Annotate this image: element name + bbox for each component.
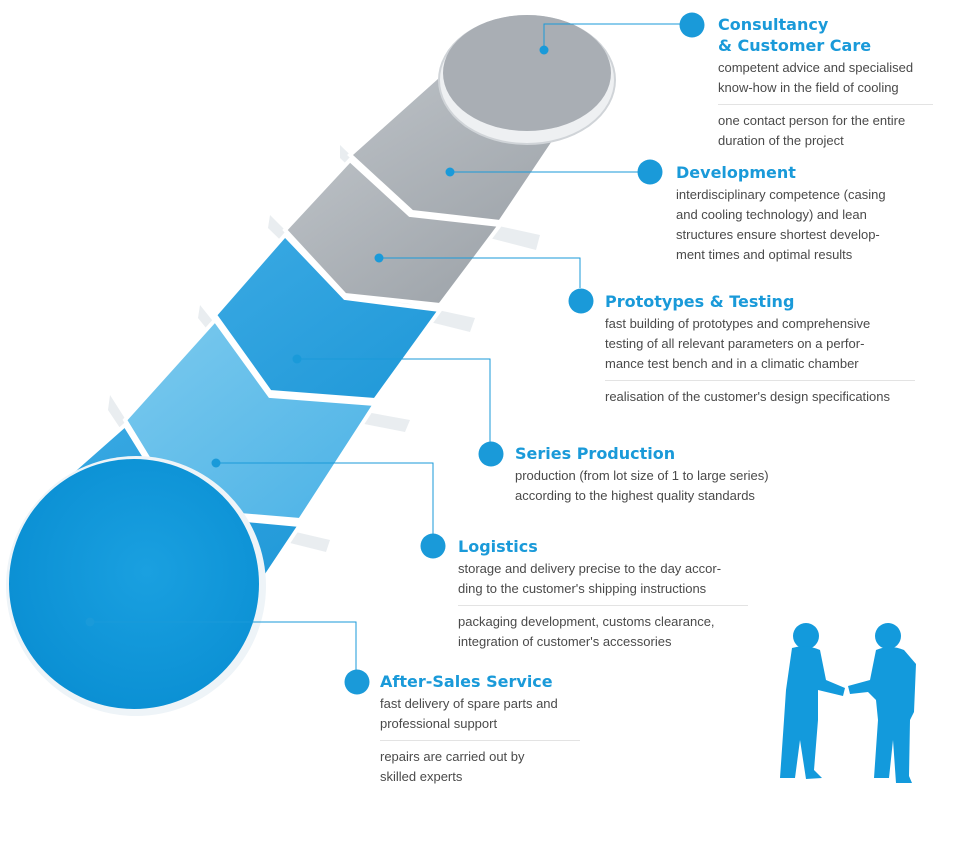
step-development: Development interdisciplinary competence… bbox=[676, 162, 916, 265]
step-title: Series Production bbox=[515, 444, 676, 463]
handshake-icon bbox=[780, 623, 916, 783]
step-description: interdisciplinary competence (casing and… bbox=[676, 187, 886, 262]
step-description: competent advice and specialised know-ho… bbox=[718, 60, 914, 95]
top-disc bbox=[443, 15, 611, 131]
step-description: one contact person for the entire durati… bbox=[718, 104, 933, 151]
step-description: storage and delivery precise to the day … bbox=[458, 561, 722, 596]
connector-1 bbox=[543, 23, 680, 50]
step-after-sales: After-Sales Service fast delivery of spa… bbox=[380, 671, 580, 787]
step-description: fast building of prototypes and comprehe… bbox=[605, 316, 871, 371]
step-consultancy: Consultancy & Customer Care competent ad… bbox=[718, 14, 933, 151]
step-description: realisation of the customer's design spe… bbox=[605, 380, 915, 407]
connector-dot bbox=[292, 354, 302, 364]
connector-5 bbox=[216, 462, 434, 534]
step-marker-5 bbox=[420, 533, 446, 559]
connector-dot bbox=[85, 617, 95, 627]
step-series-production: Series Production production (from lot s… bbox=[515, 443, 815, 506]
connector-dot bbox=[445, 167, 455, 177]
connector-lines bbox=[90, 23, 680, 670]
connector-4 bbox=[297, 358, 491, 442]
step-title: Prototypes & Testing bbox=[605, 292, 795, 311]
step-marker-3 bbox=[568, 288, 594, 314]
step-description: repairs are carried out by skilled exper… bbox=[380, 740, 580, 787]
connector-dot bbox=[374, 253, 384, 263]
step-markers bbox=[344, 12, 705, 695]
connector-dot bbox=[539, 45, 549, 55]
chevron-grey-2 bbox=[282, 157, 504, 308]
bottom-ball bbox=[9, 459, 259, 709]
connector-6 bbox=[90, 621, 357, 670]
connector-dots bbox=[85, 45, 549, 627]
step-title: Logistics bbox=[458, 537, 538, 556]
step-logistics: Logistics storage and delivery precise t… bbox=[458, 536, 748, 652]
step-marker-1 bbox=[679, 12, 705, 38]
step-prototypes-testing: Prototypes & Testing fast building of pr… bbox=[605, 291, 915, 407]
step-marker-4 bbox=[478, 441, 504, 467]
connector-3 bbox=[379, 257, 581, 288]
step-marker-2 bbox=[637, 159, 663, 185]
connector-dot bbox=[211, 458, 221, 468]
step-marker-6 bbox=[344, 669, 370, 695]
step-title: Development bbox=[676, 163, 796, 182]
step-title: After-Sales Service bbox=[380, 672, 553, 691]
step-description: fast delivery of spare parts and profess… bbox=[380, 696, 558, 731]
step-description: packaging development, customs clearance… bbox=[458, 605, 748, 652]
step-description: production (from lot size of 1 to large … bbox=[515, 468, 769, 503]
step-title: Consultancy & Customer Care bbox=[718, 15, 872, 55]
